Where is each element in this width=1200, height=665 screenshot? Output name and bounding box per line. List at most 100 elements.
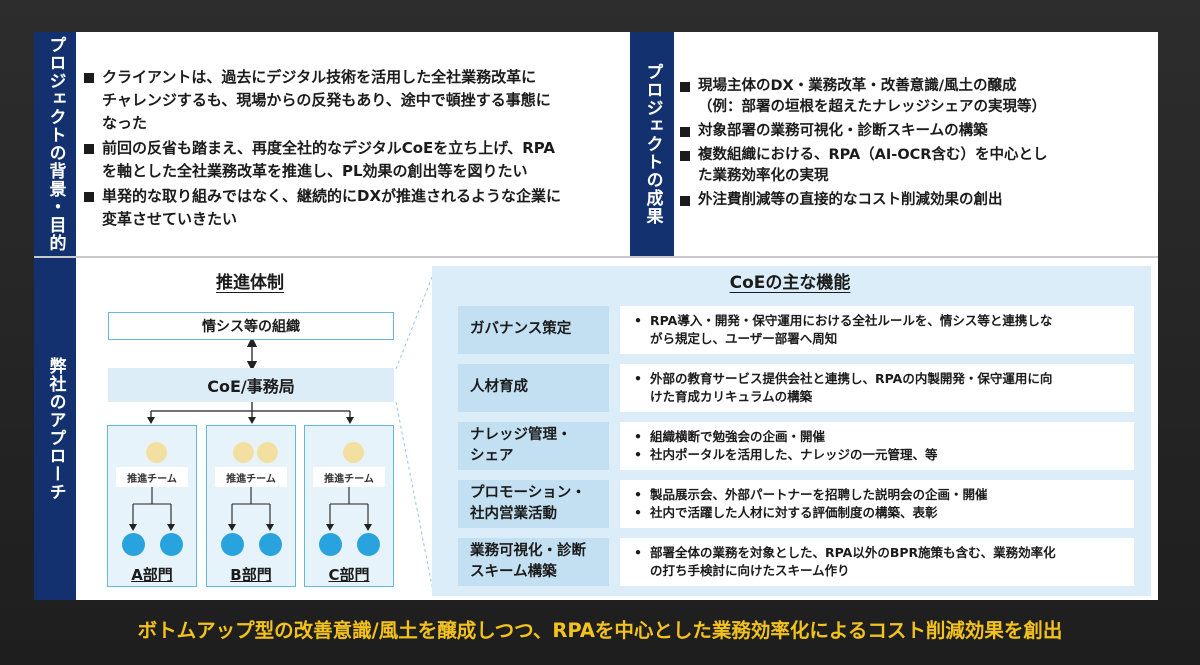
results-bullets: 現場主体のDX・業務改革・改善意識/風土の醸成（例：部署の垣根を超えたナレッジシ…	[678, 76, 1148, 214]
coe-function-desc-item: RPA導入・開発・保守運用における全社ルールを、情シス等と連携しながら規定し、ユ…	[634, 312, 1124, 348]
coe-function-name-line: プロモーション・	[470, 484, 586, 501]
coe-function-desc-item: 製品展示会、外部パートナーを招聘した説明会の企画・開催	[634, 486, 1124, 504]
dept-arrow-b	[248, 417, 256, 424]
background-bullet-item: クライアントは、過去にデジタル技術を活用した全社業務改革にチャレンジするも、現場…	[82, 66, 632, 135]
team-member-icon	[160, 533, 183, 556]
coe-function-name-line: スキーム構築	[470, 564, 557, 580]
coe-function-name: ナレッジ管理・シェア	[458, 422, 609, 470]
team-member-icon	[122, 533, 145, 556]
background-bullet-line: チャレンジするも、現場からの反発もあり、途中で頓挫する事態に	[102, 91, 551, 109]
results-bullet-item: 複数組織における、RPA（AI-OCR含む）を中心とした業務効率化の実現	[678, 145, 1148, 187]
section-divider	[34, 256, 1158, 258]
results-bullet-item: 外注費削減等の直接的なコスト削減効果の創出	[678, 190, 1148, 211]
team-lead-icon	[343, 442, 364, 463]
bullet-square-icon	[680, 127, 690, 137]
dept-arrow-a	[147, 417, 155, 424]
coe-function-description: 組織横断で勉強会の企画・開催社内ポータルを活用した、ナレッジの一元管理、等	[620, 422, 1134, 470]
coe-function-desc-line: 部署全体の業務を対象とした、RPA以外のBPR施策も含む、業務効率化	[650, 545, 1056, 560]
coe-function-description: 製品展示会、外部パートナーを招聘した説明会の企画・開催社内で活躍した人材に対する…	[620, 480, 1134, 528]
coe-function-desc-line: 社内ポータルを活用した、ナレッジの一元管理、等	[650, 447, 938, 463]
bullet-square-icon	[680, 196, 690, 206]
coe-function-desc-item: 社内で活躍した人材に対する評価制度の構築、表彰	[634, 504, 1124, 522]
coe-function-name: プロモーション・社内営業活動	[458, 480, 609, 528]
background-bullet-line: 単発的な取り組みではなく、継続的にDXが推進されるような企業に	[102, 187, 562, 205]
results-bullet-line: た業務効率化の実現	[698, 168, 829, 184]
coe-function-description: RPA導入・開発・保守運用における全社ルールを、情シス等と連携しながら規定し、ユ…	[620, 306, 1134, 354]
coe-function-desc-item: 社内ポータルを活用した、ナレッジの一元管理、等	[634, 446, 1124, 464]
team-member-icon	[259, 533, 282, 556]
coe-function-desc-line: がら規定し、ユーザー部署へ周知	[650, 331, 838, 347]
department-name: B部門	[230, 566, 272, 584]
promotion-team-label: 推進チーム	[116, 467, 188, 487]
background-bullet-line: 変革させていきたい	[102, 210, 238, 228]
coe-function-name-line: 業務可視化・診断	[470, 542, 586, 559]
team-member-icon	[221, 533, 244, 556]
bullet-square-icon	[680, 82, 690, 92]
results-bullet-line: （例：部署の垣根を超えたナレッジシェアの実現等）	[698, 99, 1046, 115]
promotion-team-label: 推進チーム	[215, 467, 287, 487]
coe-function-desc-line: 組織横断で勉強会の企画・開催	[650, 429, 826, 444]
coe-function-name-line: ナレッジ管理・	[470, 426, 572, 443]
team-tree-connector	[129, 487, 175, 531]
coe-function-name-line: シェア	[470, 448, 514, 464]
background-purpose-label-text: プロジェクトの背景・目的	[45, 36, 66, 252]
bullet-square-icon	[84, 144, 94, 154]
coe-function-desc-line: 外部の教育サービス提供会社と連携し、RPAの内製開発・保守運用に向	[650, 371, 1053, 386]
coe-function-desc-item: 外部の教育サービス提供会社と連携し、RPAの内製開発・保守運用に向けた育成カリキ…	[634, 370, 1124, 406]
team-member-icon	[357, 533, 380, 556]
team-lead-icon	[233, 442, 254, 463]
team-tree-connector	[228, 487, 274, 531]
org-top-box: 情シス等の組織	[108, 312, 394, 340]
coe-function-desc-line: の打ち手検討に向けたスキーム作り	[650, 563, 850, 579]
results-label-text: プロジェクトの成果	[642, 63, 663, 225]
background-bullet-line: なった	[102, 114, 148, 132]
department-card: 推進チーム A部門	[107, 425, 197, 587]
coe-function-name-line: 社内営業活動	[470, 506, 557, 522]
team-lead-icon	[146, 442, 167, 463]
coe-function-description: 外部の教育サービス提供会社と連携し、RPAの内製開発・保守運用に向けた育成カリキ…	[620, 364, 1134, 412]
coe-function-desc-line: けた育成カリキュラムの構築	[650, 389, 813, 405]
results-bullet-item: 現場主体のDX・業務改革・改善意識/風土の醸成（例：部署の垣根を超えたナレッジシ…	[678, 76, 1148, 118]
dept-arrow-c	[346, 417, 354, 424]
background-bullet-line: を軸とした全社業務改革を推進し、PL効果の創出等を図りたい	[102, 162, 528, 180]
coe-function-name-line: ガバナンス策定	[470, 321, 572, 338]
coe-function-description: 部署全体の業務を対象とした、RPA以外のBPR施策も含む、業務効率化の打ち手検討…	[620, 538, 1134, 586]
results-bullet-line: 外注費削減等の直接的なコスト削減効果の創出	[698, 192, 1003, 208]
department-name: C部門	[328, 566, 370, 584]
coe-function-desc-item: 組織横断で勉強会の企画・開催	[634, 428, 1124, 446]
results-bullet-item: 対象部署の業務可視化・診断スキームの構築	[678, 121, 1148, 142]
department-name: A部門	[131, 566, 173, 584]
coe-function-name: 人材育成	[458, 364, 609, 412]
background-bullet-line: クライアントは、過去にデジタル技術を活用した全社業務改革に	[102, 68, 537, 86]
results-bullet-line: 対象部署の業務可視化・診断スキームの構築	[698, 123, 988, 139]
approach-label-text: 弊社のアプローチ	[45, 357, 66, 501]
promotion-team-label: 推進チーム	[313, 467, 385, 487]
background-bullet-item: 単発的な取り組みではなく、継続的にDXが推進されるような企業に変革させていきたい	[82, 185, 632, 231]
coe-function-desc-line: 製品展示会、外部パートナーを招聘した説明会の企画・開催	[650, 487, 988, 502]
background-bullet-line: 前回の反省も踏まえ、再度全社的なデジタルCoEを立ち上げ、RPA	[102, 139, 555, 157]
coe-function-desc-line: 社内で活躍した人材に対する評価制度の構築、表彰	[650, 505, 938, 521]
footer-message: ボトムアップ型の改善意識/風土を醸成しつつ、RPAを中心とした業務効率化によるコ…	[137, 618, 1063, 642]
coe-function-name-line: 人材育成	[470, 379, 528, 396]
callout-line-top	[395, 271, 435, 370]
results-label: プロジェクトの成果	[630, 32, 674, 256]
background-purpose-label: プロジェクトの背景・目的	[34, 32, 76, 256]
department-card: 推進チーム B部門	[206, 425, 296, 587]
coe-office-box: CoE/事務局	[108, 368, 394, 402]
results-bullet-line: 複数組織における、RPA（AI-OCR含む）を中心とし	[698, 147, 1048, 163]
coe-function-desc-item: 部署全体の業務を対象とした、RPA以外のBPR施策も含む、業務効率化の打ち手検討…	[634, 544, 1124, 580]
bullet-square-icon	[680, 151, 690, 161]
coe-function-name: 業務可視化・診断スキーム構築	[458, 538, 609, 586]
bullet-square-icon	[84, 73, 94, 83]
structure-title: 推進体制	[216, 273, 284, 293]
team-lead-icon	[257, 442, 278, 463]
background-bullets: クライアントは、過去にデジタル技術を活用した全社業務改革にチャレンジするも、現場…	[82, 66, 632, 233]
background-bullet-item: 前回の反省も踏まえ、再度全社的なデジタルCoEを立ち上げ、RPA を軸とした全社業…	[82, 137, 632, 183]
coe-function-name: ガバナンス策定	[458, 306, 609, 354]
department-card: 推進チーム C部門	[304, 425, 394, 587]
bullet-square-icon	[84, 192, 94, 202]
team-tree-connector	[326, 487, 372, 531]
coe-functions-title: CoEの主な機能	[729, 273, 851, 293]
coe-function-desc-line: RPA導入・開発・保守運用における全社ルールを、情シス等と連携しな	[650, 313, 1053, 328]
